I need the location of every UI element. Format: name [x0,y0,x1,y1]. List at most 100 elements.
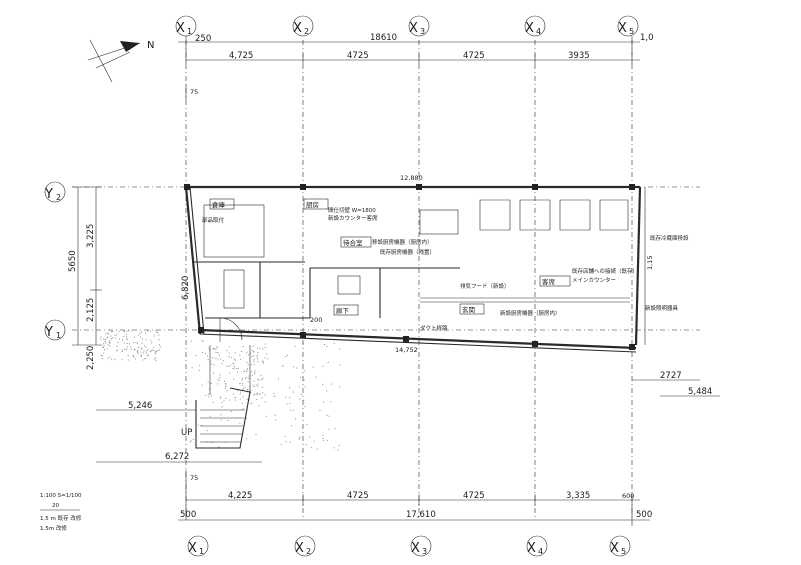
label-kitchen: 厨房 [306,200,319,209]
scan-speck [123,330,125,332]
scan-speck [253,355,255,357]
scan-speck [154,357,156,359]
scan-speck [218,446,220,448]
scan-speck [293,366,295,368]
scan-speck [243,387,245,389]
scan-speck [225,398,227,399]
scan-speck [315,376,317,378]
scan-speck [195,355,197,356]
axis-x1-bottom: X 1 [187,535,209,557]
scan-speck [128,330,129,331]
scan-speck [142,359,144,361]
scan-speck [255,384,257,386]
scan-speck [107,344,109,346]
scan-speck [205,352,207,354]
scan-speck [105,342,107,344]
scan-speck [116,345,118,347]
scan-speck [202,341,204,342]
dim-left-side: 6,820 [181,276,191,300]
svg-text:2: 2 [304,27,309,36]
scan-speck [158,349,160,351]
left-dimensions: 5650 3,225 2,125 2,250 6,820 5,246 6,272 [68,186,262,463]
scan-speck [118,330,120,332]
dim-bottom-left-offset: 500 [180,510,196,520]
scan-speck [156,350,158,352]
scan-speck [247,389,249,390]
scan-speck [157,350,159,351]
scan-speck [258,405,260,407]
scan-speck [216,346,218,348]
scan-speck [261,379,263,381]
scan-speck [208,388,210,390]
dim-left-offset: 2,250 [86,346,96,370]
scan-speck [212,357,214,359]
scan-speck [274,414,276,416]
svg-text:X: X [525,21,534,36]
note-right3: 既存冷蔵庫移設 [650,234,689,242]
scan-speck [235,359,236,361]
scan-speck [211,363,213,365]
dim-top-right-offset: 1,0 [640,33,654,43]
north-arrow: N [87,39,154,83]
note-right1: 既存店舗への接続（既存） [572,267,638,275]
note-new-kitchen: 新設厨房機器（厨房内） [500,309,561,317]
scan-speck [153,358,155,360]
axis-x3-top: X 3 [408,15,430,37]
dim-top-75: 75 [190,88,198,96]
scan-speck [107,357,109,359]
scan-speck [217,378,219,380]
scan-speck [191,367,193,369]
scan-speck [102,346,103,348]
scan-speck [250,392,252,394]
right-dimensions: 2727 5,484 1,15 [632,187,720,397]
scan-speck [242,389,244,391]
scan-speck [155,359,157,361]
scan-speck [150,330,151,332]
scan-speck [108,341,110,343]
scan-speck [128,343,130,345]
scan-speck [207,358,209,360]
scan-speck [220,358,222,360]
svg-text:X: X [610,541,619,556]
scan-speck [117,342,119,344]
scan-speck [142,338,144,340]
note-existing: 既存厨房機器（残置） [380,248,435,256]
scan-speck [205,395,207,397]
scan-speck [322,434,324,436]
dim-top-span-1: 4,725 [229,51,253,61]
axis-x5-bottom: X 5 [609,535,631,557]
scan-speck [301,393,303,395]
scan-speck [105,333,107,335]
dim-wall-top: 12,880 [400,174,423,182]
scan-speck [108,333,110,335]
scan-speck [239,393,241,395]
scan-speck [213,364,215,366]
scan-speck [234,399,236,401]
dim-bottom-right-offset: 500 [636,510,652,520]
svg-text:3: 3 [422,547,427,556]
dim-top-overall: 18610 [370,33,397,43]
note-parts: 部品取付 [202,216,225,224]
svg-text:1: 1 [199,547,204,556]
svg-text:X: X [295,541,304,556]
scan-speck [207,355,208,357]
scan-speck [137,351,139,353]
scan-noise [100,330,341,451]
scan-speck [339,348,341,350]
scan-speck [294,345,296,347]
scan-speck [233,363,235,365]
scan-speck [221,406,223,408]
scan-speck [285,441,287,443]
scan-speck [280,444,282,445]
scan-speck [304,406,306,408]
scan-speck [322,438,324,439]
scan-speck [250,390,252,392]
scan-speck [248,377,250,379]
axis-y2: Y 2 [44,181,66,203]
scan-speck [123,342,125,344]
scan-speck [140,354,142,356]
dim-left-upper: 3,225 [86,224,96,248]
scan-speck [110,331,112,333]
axis-x5-top: X 5 [617,15,639,37]
